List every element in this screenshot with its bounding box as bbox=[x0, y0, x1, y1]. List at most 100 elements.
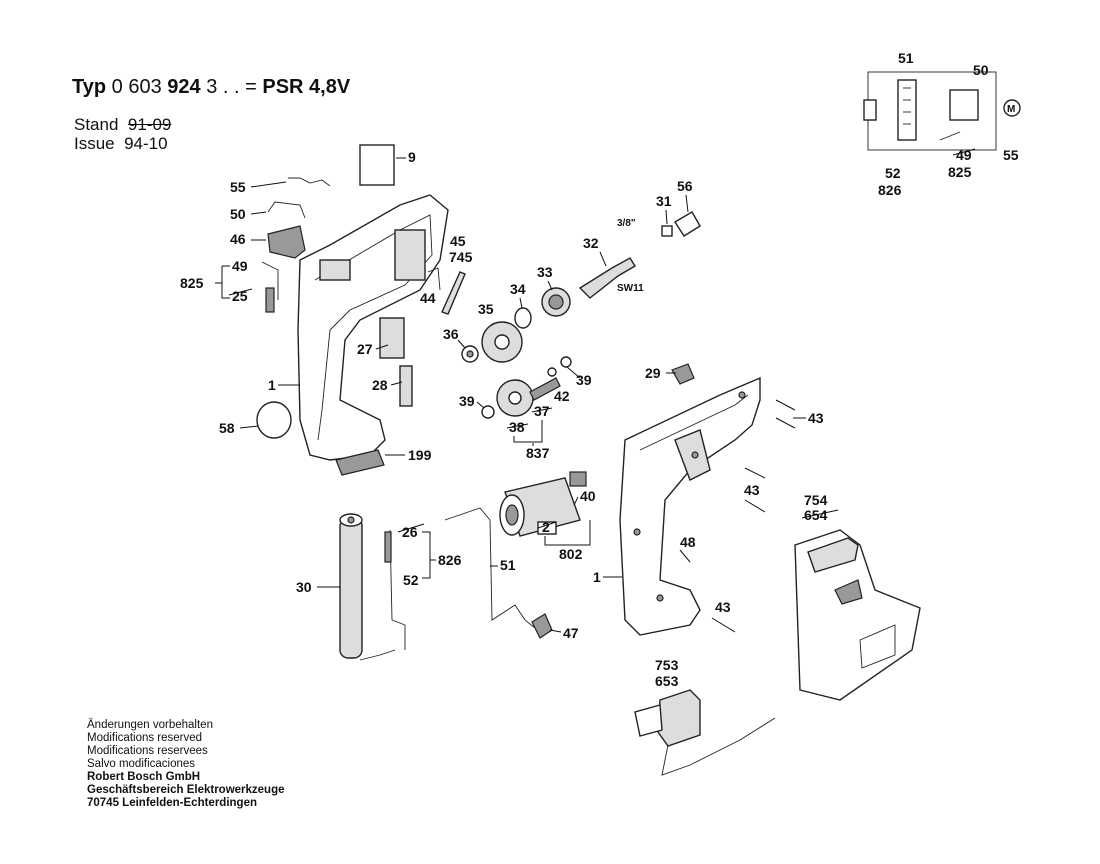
company-division: Geschäftsbereich Elektrowerkzeuge bbox=[87, 784, 285, 796]
part-label-58: 58 bbox=[219, 420, 235, 436]
part-label-39-left: 39 bbox=[459, 393, 475, 409]
svg-text:M: M bbox=[1007, 104, 1015, 115]
part-label-56: 56 bbox=[677, 178, 693, 194]
part-label-2: 2 bbox=[542, 519, 550, 535]
part-label-28: 28 bbox=[372, 377, 388, 393]
part-label-39-right: 39 bbox=[576, 372, 592, 388]
screw-43 bbox=[744, 499, 766, 513]
button-28 bbox=[399, 365, 413, 407]
contact-49 bbox=[261, 261, 279, 300]
part-label-46: 46 bbox=[230, 231, 246, 247]
stand-block: Stand 91-09 Issue 94-10 bbox=[74, 115, 171, 153]
part-label-36: 36 bbox=[443, 326, 459, 342]
company-name: Robert Bosch GmbH bbox=[87, 771, 201, 783]
contact-25 bbox=[265, 287, 275, 313]
part-label-745: 745 bbox=[449, 249, 473, 265]
model-name: PSR 4,8V bbox=[262, 76, 351, 98]
schematic-label-50: 50 bbox=[973, 62, 989, 78]
clip-50 bbox=[267, 201, 306, 219]
part-label-38: 38 bbox=[509, 419, 525, 435]
holder-754 bbox=[794, 529, 921, 701]
charger-753 bbox=[634, 689, 776, 776]
schematic-label-825: 825 bbox=[948, 164, 972, 180]
wiring-schematic: M 51 50 55 52 826 49 825 bbox=[863, 50, 1021, 198]
battery-30 bbox=[339, 513, 396, 661]
part-label-653: 653 bbox=[655, 673, 679, 689]
typ-prefix: Typ bbox=[72, 76, 107, 98]
part-label-9: 9 bbox=[408, 149, 416, 165]
part-label-thread: 3/8" bbox=[617, 218, 636, 229]
part-label-48: 48 bbox=[680, 534, 696, 550]
screw-43 bbox=[775, 399, 796, 411]
typ-suffix: 3 . . = bbox=[206, 76, 257, 98]
part-label-42: 42 bbox=[554, 388, 570, 404]
spindle-32 bbox=[578, 257, 636, 299]
contact-52 bbox=[384, 531, 392, 563]
chuck-part-56 bbox=[674, 211, 701, 237]
part-label-47: 47 bbox=[563, 625, 579, 641]
part-label-825: 825 bbox=[180, 275, 204, 291]
part-label-49: 49 bbox=[232, 258, 248, 274]
screw-43 bbox=[711, 617, 736, 633]
wire-26 bbox=[389, 529, 406, 650]
part-label-52: 52 bbox=[403, 572, 419, 588]
cover-58 bbox=[256, 401, 292, 439]
footer-line: Salvo modificaciones bbox=[87, 758, 196, 770]
part-label-55: 55 bbox=[230, 179, 246, 195]
part-label-826: 826 bbox=[438, 552, 462, 568]
part-label-45: 45 bbox=[450, 233, 466, 249]
part-label-44: 44 bbox=[420, 290, 436, 306]
ring-31 bbox=[661, 225, 673, 237]
typ-number-a: 0 603 bbox=[111, 76, 162, 98]
screw-48 bbox=[679, 549, 691, 563]
schematic-label-49: 49 bbox=[956, 147, 972, 163]
part-label-33: 33 bbox=[537, 264, 553, 280]
clip-29 bbox=[671, 363, 695, 385]
schematic-label-52: 52 bbox=[885, 165, 901, 181]
part-label-26: 26 bbox=[402, 524, 418, 540]
part-label-754: 754 bbox=[804, 492, 828, 508]
part-label-30: 30 bbox=[296, 579, 312, 595]
issue-label: Issue bbox=[74, 134, 115, 153]
slider-27 bbox=[379, 317, 405, 359]
screw-43 bbox=[744, 467, 766, 479]
type-designation: Typ 0 603 924 3 . . = PSR 4,8V bbox=[72, 76, 350, 99]
switch-46 bbox=[267, 225, 306, 259]
part-label-43-bottom: 43 bbox=[715, 599, 731, 615]
part-label-40: 40 bbox=[580, 488, 596, 504]
stand-value: 91-09 bbox=[127, 115, 172, 134]
footer-line: Modifications reservees bbox=[87, 745, 208, 757]
stand-label: Stand bbox=[74, 115, 119, 134]
spring-contact-55 bbox=[288, 177, 331, 187]
footer-line: Änderungen vorbehalten bbox=[87, 719, 213, 731]
part-label-34: 34 bbox=[510, 281, 526, 297]
housing-right-half bbox=[619, 376, 761, 636]
lever-45 bbox=[441, 271, 466, 315]
plate-9 bbox=[359, 144, 395, 186]
motor-40 bbox=[499, 471, 587, 537]
schematic-label-826: 826 bbox=[878, 182, 902, 198]
part-label-37: 37 bbox=[534, 403, 550, 419]
housing-left-half bbox=[297, 194, 449, 461]
connector-47 bbox=[531, 613, 553, 639]
schematic-label-51: 51 bbox=[898, 50, 914, 66]
spring-44 bbox=[427, 267, 441, 291]
footer: Änderungen vorbehalten Modifications res… bbox=[87, 719, 285, 810]
part-label-199: 199 bbox=[408, 447, 432, 463]
part-label-25: 25 bbox=[232, 288, 248, 304]
part-label-43-mid: 43 bbox=[744, 482, 760, 498]
part-label-35: 35 bbox=[478, 301, 494, 317]
schematic-label-55: 55 bbox=[1003, 147, 1019, 163]
part-label-753: 753 bbox=[655, 657, 679, 673]
part-label-1-left: 1 bbox=[268, 377, 276, 393]
part-label-27: 27 bbox=[357, 341, 373, 357]
part-label-43-top: 43 bbox=[808, 410, 824, 426]
typ-number-b: 924 bbox=[167, 76, 201, 98]
part-label-sw11: SW11 bbox=[617, 283, 644, 294]
part-label-802: 802 bbox=[559, 546, 583, 562]
company-address: 70745 Leinfelden-Echterdingen bbox=[87, 797, 257, 809]
wire-51 bbox=[444, 507, 536, 629]
footer-line: Modifications reserved bbox=[87, 732, 203, 744]
screw-43 bbox=[775, 417, 796, 429]
